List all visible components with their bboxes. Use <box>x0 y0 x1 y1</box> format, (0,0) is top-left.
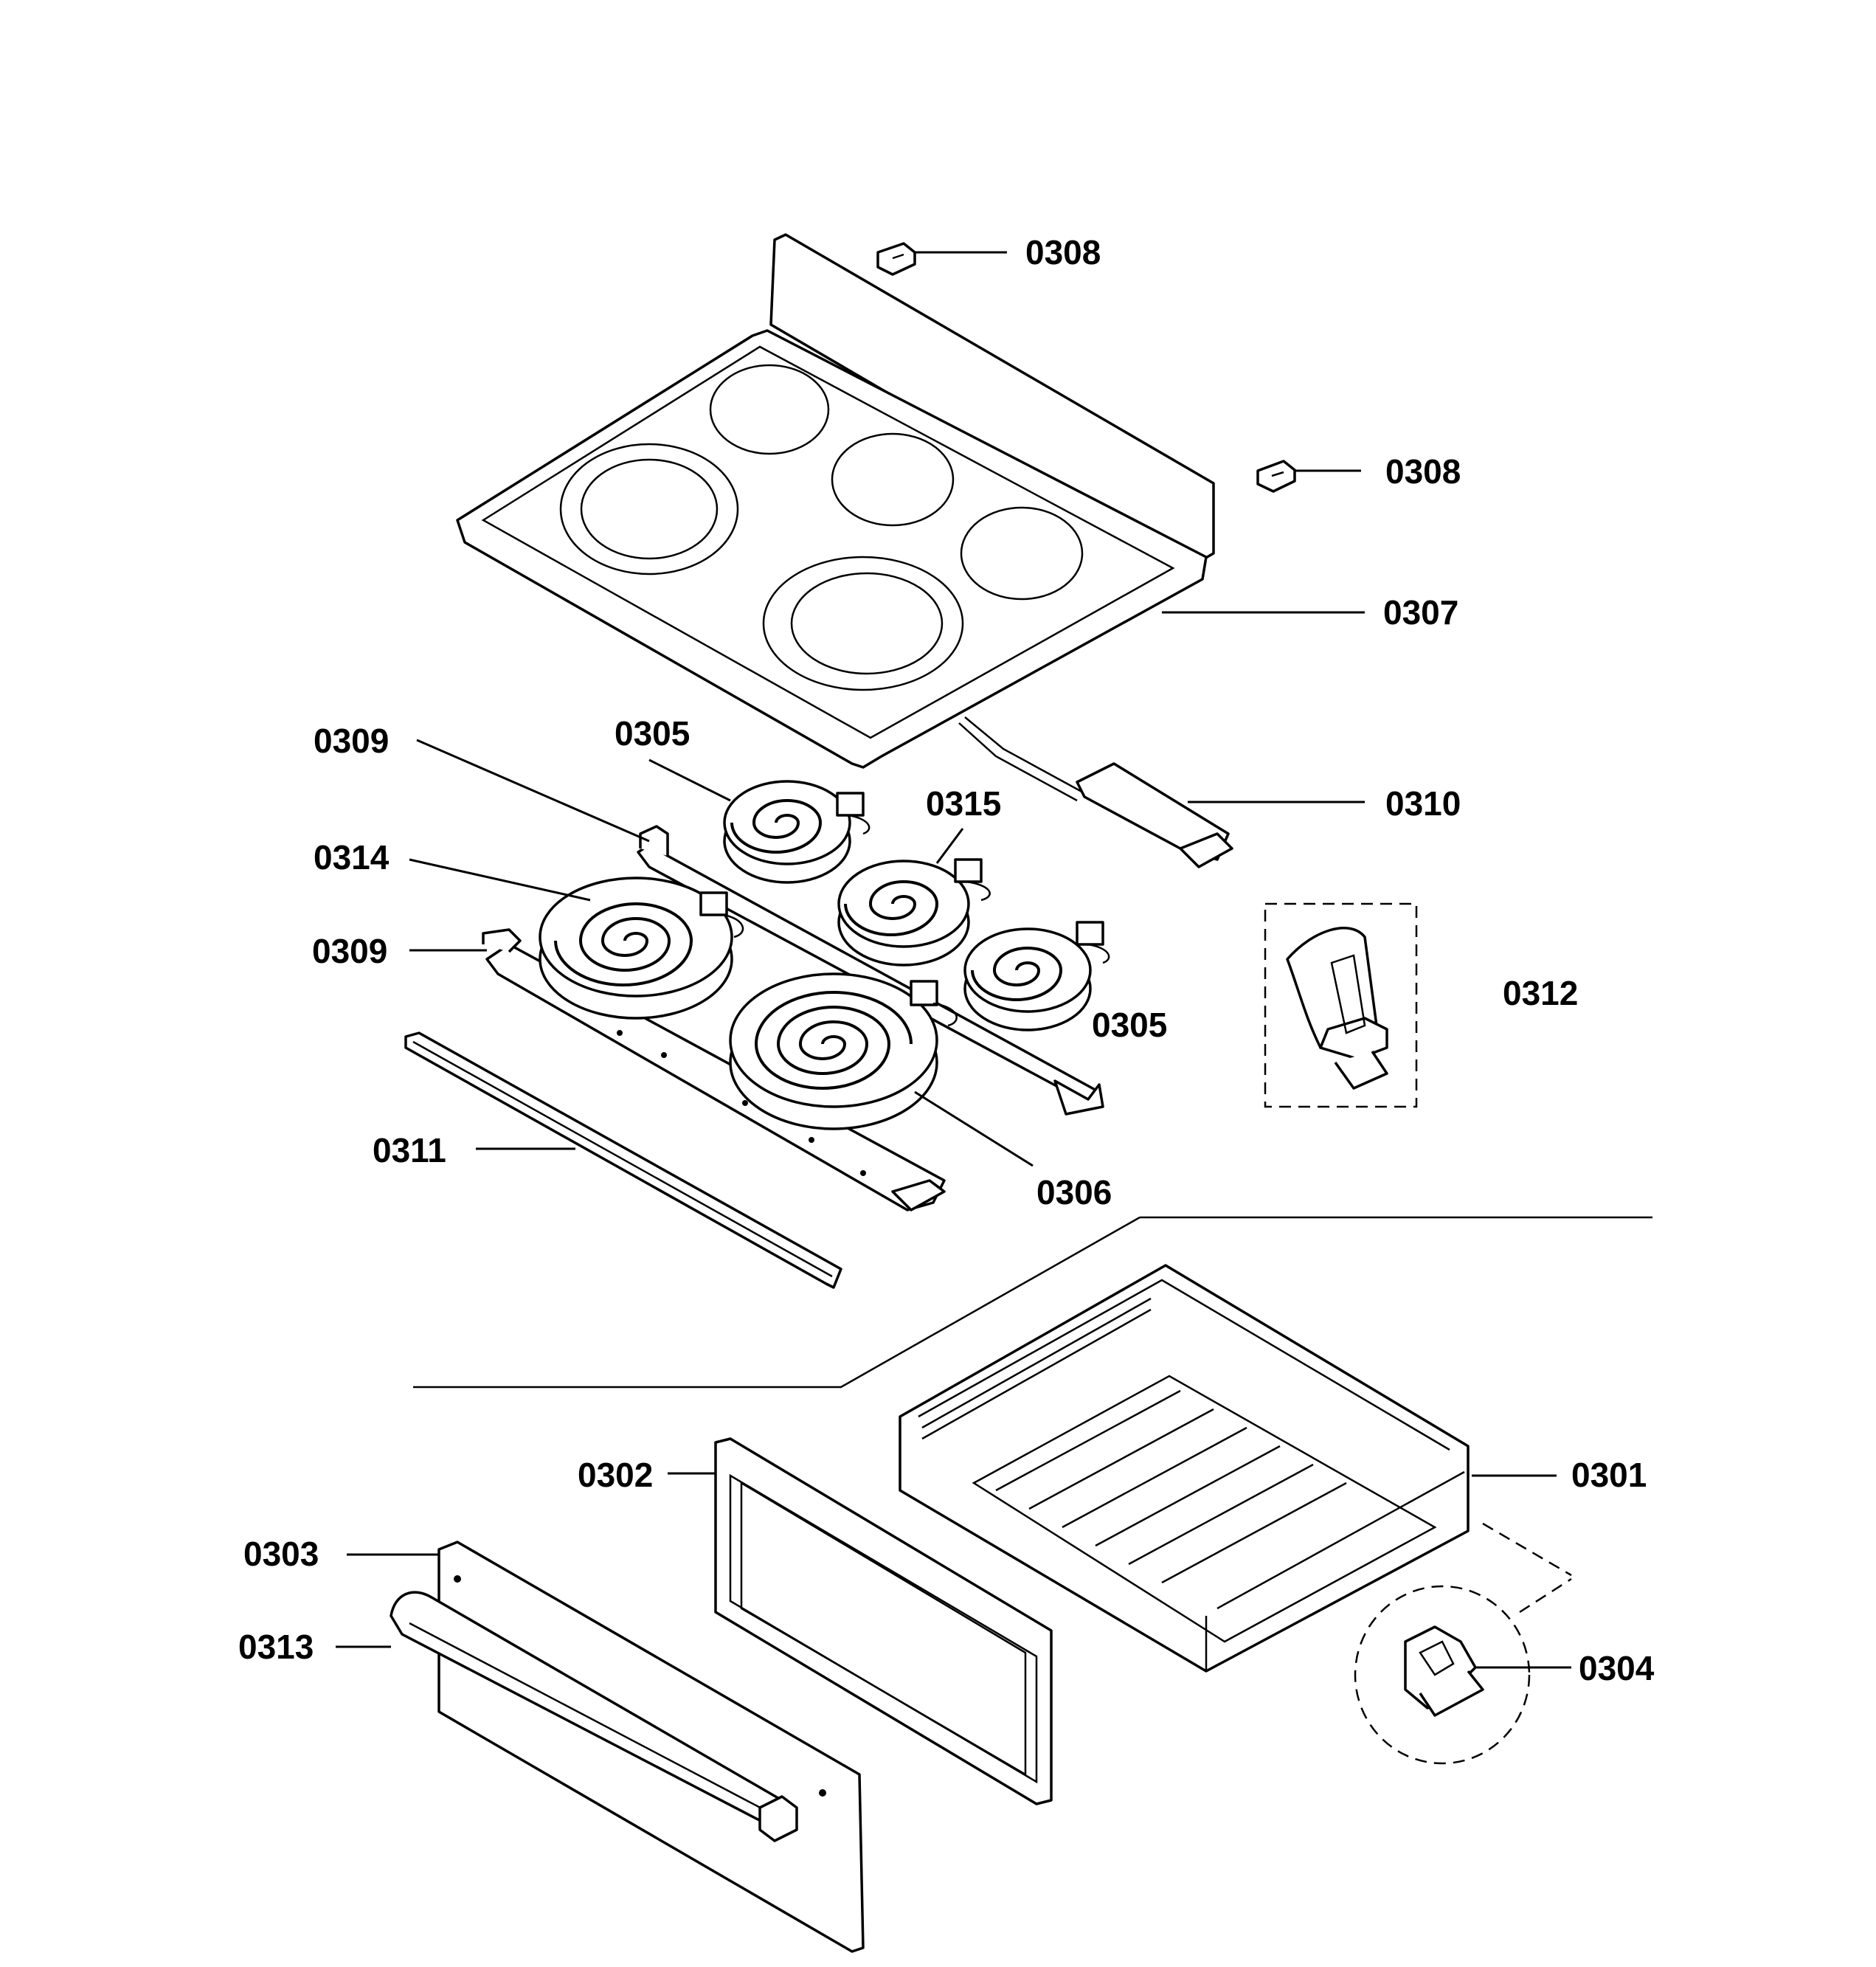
surface-element-0305-right[interactable] <box>963 921 1110 1031</box>
label-0309-rear: 0309 <box>314 722 389 760</box>
knob-0312[interactable] <box>1264 902 1418 1108</box>
surface-element-0314[interactable] <box>539 877 744 1020</box>
label-0307: 0307 <box>1383 593 1458 632</box>
label-0311: 0311 <box>373 1131 446 1169</box>
drawer-box-0301[interactable] <box>899 1264 1557 1673</box>
label-0305-top: 0305 <box>615 714 690 753</box>
clip-0308-right[interactable] <box>1256 460 1361 493</box>
drawer-handle-0313[interactable] <box>336 1591 798 1842</box>
label-0303: 0303 <box>243 1535 319 1573</box>
drawer-slide-0304[interactable] <box>1354 1522 1572 1765</box>
leader-lines <box>409 739 1034 1167</box>
label-0309-front: 0309 <box>312 932 387 970</box>
drawer-liner-0302[interactable] <box>668 1437 1053 1805</box>
surface-element-0315[interactable] <box>837 858 991 967</box>
label-0304: 0304 <box>1579 1649 1655 1687</box>
label-0301: 0301 <box>1571 1456 1647 1494</box>
cooktop-0307[interactable] <box>456 233 1365 769</box>
surface-element-0305-top[interactable] <box>723 780 870 884</box>
surface-element-0306[interactable] <box>729 972 958 1130</box>
label-0305-right: 0305 <box>1092 1006 1167 1044</box>
trim-strip-0311[interactable] <box>404 1031 842 1289</box>
clip-0308-top[interactable] <box>876 242 1007 276</box>
separator-line <box>413 1216 1652 1389</box>
label-0310: 0310 <box>1385 784 1461 823</box>
label-0314: 0314 <box>314 838 390 877</box>
support-bracket-0309-rear[interactable] <box>637 825 1104 1116</box>
label-0306: 0306 <box>1036 1173 1112 1211</box>
label-0308-right: 0308 <box>1385 452 1461 491</box>
label-0308-top: 0308 <box>1025 233 1101 272</box>
wire-harness-0310[interactable] <box>958 716 1365 868</box>
label-0312: 0312 <box>1503 974 1578 1012</box>
label-0315: 0315 <box>926 784 1001 823</box>
label-0313: 0313 <box>238 1628 314 1666</box>
label-0302: 0302 <box>578 1456 653 1494</box>
